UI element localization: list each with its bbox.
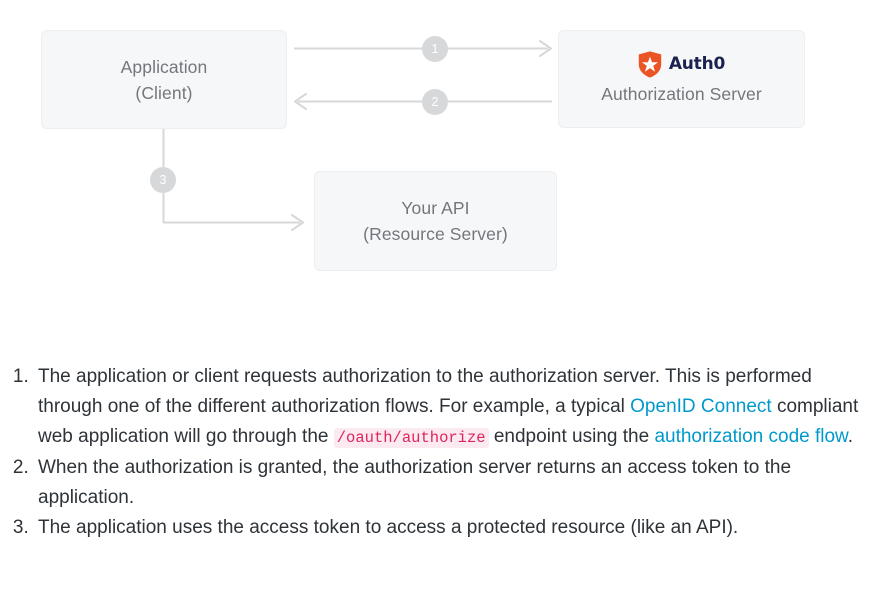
diagram-node-application: Application (Client) [41, 30, 287, 129]
auth0-brand-lockup: Auth0 [638, 51, 725, 78]
step1-text-part2: compliant web application will go throug… [38, 396, 859, 447]
diagram-node-your-api: Your API (Resource Server) [314, 171, 557, 271]
arrow-step-1 [294, 40, 552, 57]
authorization-code-flow-link[interactable]: authorization code flow [654, 426, 848, 447]
openid-connect-link[interactable]: OpenID Connect [630, 396, 772, 417]
oauth-steps-list: The application or client requests autho… [0, 362, 873, 543]
step-badge-1: 1 [422, 36, 448, 62]
auth0-brand-name: Auth0 [668, 54, 726, 74]
arrow-step-3 [162, 129, 304, 231]
step2-text: When the authorization is granted, the a… [38, 457, 792, 508]
step-badge-3: 3 [150, 167, 176, 193]
application-subtitle: (Client) [135, 82, 193, 103]
application-title: Application [120, 56, 208, 77]
step1-text-part1: The application or client requests autho… [38, 366, 812, 417]
diagram-node-authorization-server: Auth0 Authorization Server [558, 30, 805, 128]
step-badge-2: 2 [422, 89, 448, 115]
auth0-shield-star-icon [638, 51, 662, 78]
oauth-flow-diagram: Application (Client) Auth0 Authorization… [41, 30, 805, 271]
api-title: Your API [401, 198, 470, 218]
oauth-authorize-code: /oauth/authorize [333, 428, 489, 448]
step1-text-part4: . [847, 426, 854, 447]
list-item-step-3: The application uses the access token to… [34, 513, 863, 543]
step3-text: The application uses the access token to… [38, 517, 739, 538]
api-subtitle: (Resource Server) [363, 224, 508, 244]
list-item-step-2: When the authorization is granted, the a… [34, 453, 863, 513]
step1-text-part3: endpoint using the [488, 426, 655, 447]
list-item-step-1: The application or client requests autho… [34, 362, 863, 453]
authorization-server-title: Authorization Server [601, 84, 762, 104]
